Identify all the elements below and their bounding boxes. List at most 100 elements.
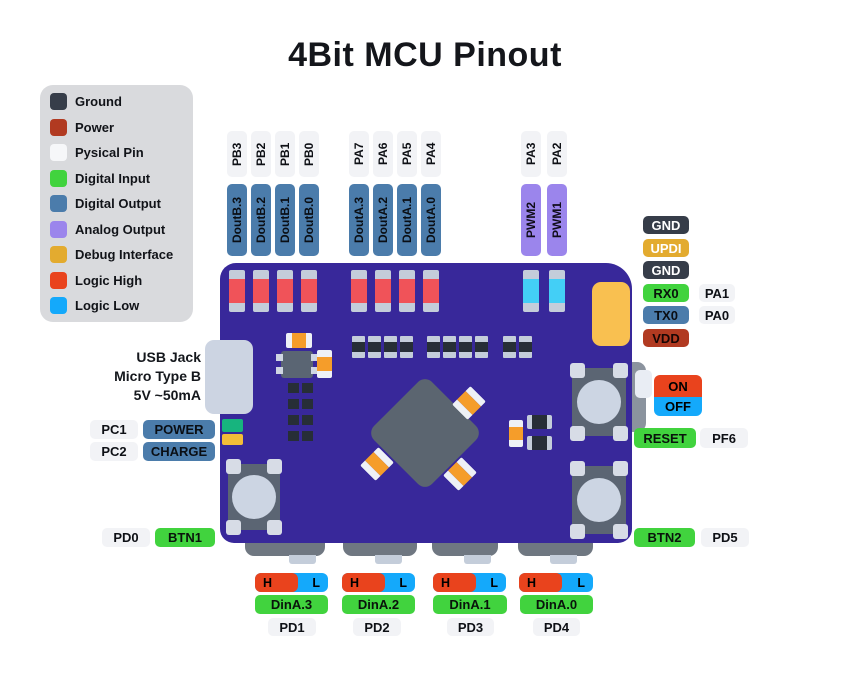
legend-item-digital-output: Digital Output [50, 195, 183, 212]
signal-gnd1-label: GND [643, 216, 689, 234]
smd-chip [427, 336, 440, 358]
button1-tactile [226, 459, 282, 535]
logic-level-pd4: H L [519, 573, 593, 592]
smd-chip [352, 336, 365, 358]
slide-switch-knob [635, 370, 652, 398]
legend-item-debug-interface: Debug Interface [50, 246, 183, 263]
bottom-connector [343, 543, 417, 556]
pin-pd1-label: PD1 [268, 618, 316, 636]
signal-doutb1-label: DoutB.1 [275, 184, 295, 256]
debug-interface-swatch-icon [50, 246, 67, 263]
usb-connector [205, 340, 253, 414]
resistor [375, 270, 391, 312]
signal-pwm2-label: PWM2 [521, 184, 541, 256]
diode [527, 415, 552, 429]
logic-low-swatch-icon [50, 297, 67, 314]
smd-chip [503, 336, 516, 358]
reset-button-tactile [570, 363, 628, 441]
pin-pa5-label: PA5 [397, 131, 417, 177]
pin-pc1-label: PC1 [90, 420, 138, 439]
resistor [301, 270, 317, 312]
signal-tx0-label: TX0 [643, 306, 689, 324]
resistor [399, 270, 415, 312]
digital-output-swatch-icon [50, 195, 67, 212]
button2-tactile [570, 461, 628, 539]
regulator-ic [276, 351, 318, 378]
pwm-pad [523, 270, 539, 312]
pin-pc2-label: PC2 [90, 442, 138, 461]
bottom-connector [518, 543, 593, 556]
resistor [229, 270, 245, 312]
resistor-array [288, 383, 299, 441]
resistor [423, 270, 439, 312]
legend-item-analog-output: Analog Output [50, 220, 183, 238]
legend-item-logic-high: Logic High [50, 271, 183, 289]
signal-power-label: POWER [143, 420, 215, 439]
digital-input-swatch-icon [50, 169, 67, 187]
battery-connector [592, 282, 630, 346]
smd-chip [384, 336, 397, 358]
switch-on-label: ON [654, 375, 702, 397]
signal-doutb3-label: DoutB.3 [227, 184, 247, 256]
signal-btn1-label: BTN1 [155, 528, 215, 547]
legend-item-power: Power [50, 118, 183, 136]
pin-pd5-label: PD5 [701, 528, 749, 547]
signal-douta1-label: DoutA.1 [397, 184, 417, 256]
pin-pf6-label: PF6 [700, 428, 748, 448]
resistor [253, 270, 269, 312]
capacitor [317, 350, 332, 378]
physical-pin-swatch-icon [50, 144, 67, 161]
logic-high-swatch-icon [50, 271, 67, 289]
pin-pb3-label: PB3 [227, 131, 247, 177]
connector-tongue [375, 555, 402, 564]
signal-pwm1-label: PWM1 [547, 184, 567, 256]
connector-tongue [289, 555, 316, 564]
pwm-pad [549, 270, 565, 312]
pin-pa4-label: PA4 [421, 131, 441, 177]
pin-pa3-label: PA3 [521, 131, 541, 177]
pin-pb2-label: PB2 [251, 131, 271, 177]
pin-pa0-label: PA0 [699, 306, 735, 324]
ground-swatch-icon [50, 93, 67, 110]
signal-doutb0-label: DoutB.0 [299, 184, 319, 256]
usb-jack-label: USB Jack Micro Type B 5V ~50mA [114, 349, 201, 403]
power-swatch-icon [50, 118, 67, 136]
logic-level-pd3: H L [433, 573, 506, 592]
analog-output-swatch-icon [50, 220, 67, 238]
signal-doutb2-label: DoutB.2 [251, 184, 271, 256]
legend-item-physical-pin: Pysical Pin [50, 144, 183, 161]
signal-vdd-label: VDD [643, 329, 689, 347]
legend-item-ground: Ground [50, 93, 183, 110]
pin-pb0-label: PB0 [299, 131, 319, 177]
pin-pd2-label: PD2 [353, 618, 401, 636]
signal-updi-label: UPDI [643, 239, 689, 257]
signal-dina1-label: DinA.1 [433, 595, 507, 614]
signal-reset-label: RESET [634, 428, 696, 448]
power-led [222, 419, 243, 432]
pin-pd4-label: PD4 [533, 618, 580, 636]
charge-led [222, 434, 243, 445]
signal-dina3-label: DinA.3 [255, 595, 328, 614]
resistor [277, 270, 293, 312]
signal-douta3-label: DoutA.3 [349, 184, 369, 256]
legend-panel: Ground Power Pysical Pin Digital Input D… [40, 85, 193, 322]
pin-pa2-label: PA2 [547, 131, 567, 177]
connector-tongue [464, 555, 491, 564]
pin-pd0-label: PD0 [102, 528, 150, 547]
signal-charge-label: CHARGE [143, 442, 215, 461]
legend-item-digital-input: Digital Input [50, 169, 183, 187]
pin-pd3-label: PD3 [447, 618, 494, 636]
signal-rx0-label: RX0 [643, 284, 689, 302]
signal-douta0-label: DoutA.0 [421, 184, 441, 256]
diode [527, 436, 552, 450]
page-title: 4Bit MCU Pinout [288, 36, 562, 74]
bottom-connector [245, 543, 325, 556]
pin-pb1-label: PB1 [275, 131, 295, 177]
signal-dina2-label: DinA.2 [342, 595, 415, 614]
connector-tongue [550, 555, 577, 564]
bottom-connector [432, 543, 498, 556]
logic-level-pd2: H L [342, 573, 415, 592]
signal-gnd2-label: GND [643, 261, 689, 279]
smd-chip [443, 336, 456, 358]
smd-chip [400, 336, 413, 358]
